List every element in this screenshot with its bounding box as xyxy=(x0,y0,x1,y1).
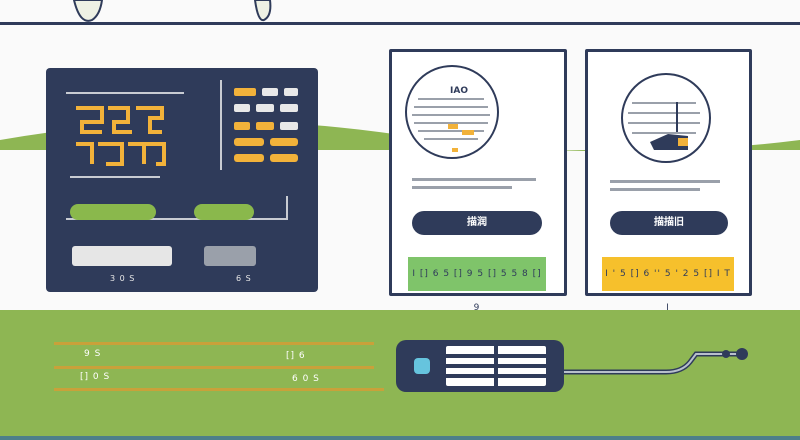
dashboard-light-button[interactable] xyxy=(72,246,172,266)
cable xyxy=(564,348,748,375)
dashboard-green-button-2[interactable] xyxy=(194,204,254,220)
card-right-graphic xyxy=(610,73,720,191)
dashboard-graphics xyxy=(66,80,298,220)
device-screen xyxy=(446,346,546,386)
rail-2-left-label: [] 0 S xyxy=(80,372,111,382)
dashboard-gray-button[interactable] xyxy=(204,246,256,266)
card-left-graphic xyxy=(405,65,536,189)
dashboard-caption-left: 3 0 S xyxy=(110,274,136,283)
dashboard-caption-right: 6 S xyxy=(236,274,252,283)
rail-1-right-label: [] 6 xyxy=(286,351,306,361)
dashboard-panel: 3 0 S 6 S xyxy=(46,68,318,292)
dashboard-green-button-1[interactable] xyxy=(70,204,156,220)
device-indicator-light xyxy=(414,358,430,374)
card-right: 描描旧 I ' 5 [] 6 '' 5 ' 2 5 [] I T I xyxy=(585,49,752,313)
card-left-button[interactable]: 描润 xyxy=(412,211,542,235)
card-left: IAO 描润 I [] 6 5 [] 9 5 [] 5 5 8 [] 9 xyxy=(389,49,567,313)
top-decoration xyxy=(0,0,800,25)
card-left-bar[interactable]: I [] 6 5 [] 9 5 [] 5 5 8 [] 9 xyxy=(408,257,546,313)
card-right-bar[interactable]: I ' 5 [] 6 '' 5 ' 2 5 [] I T I xyxy=(602,257,734,313)
rail-top xyxy=(54,342,374,345)
card-left-icon-label: IAO xyxy=(450,86,468,96)
card-right-button[interactable]: 描描旧 xyxy=(610,211,728,235)
rail-2-right-label: 6 0 S xyxy=(292,374,320,384)
rail-bottom xyxy=(54,388,384,391)
rail-middle xyxy=(54,366,374,369)
rail-1-left-label: 9 S xyxy=(84,349,102,359)
ground-edge xyxy=(0,436,800,440)
device xyxy=(396,340,564,392)
